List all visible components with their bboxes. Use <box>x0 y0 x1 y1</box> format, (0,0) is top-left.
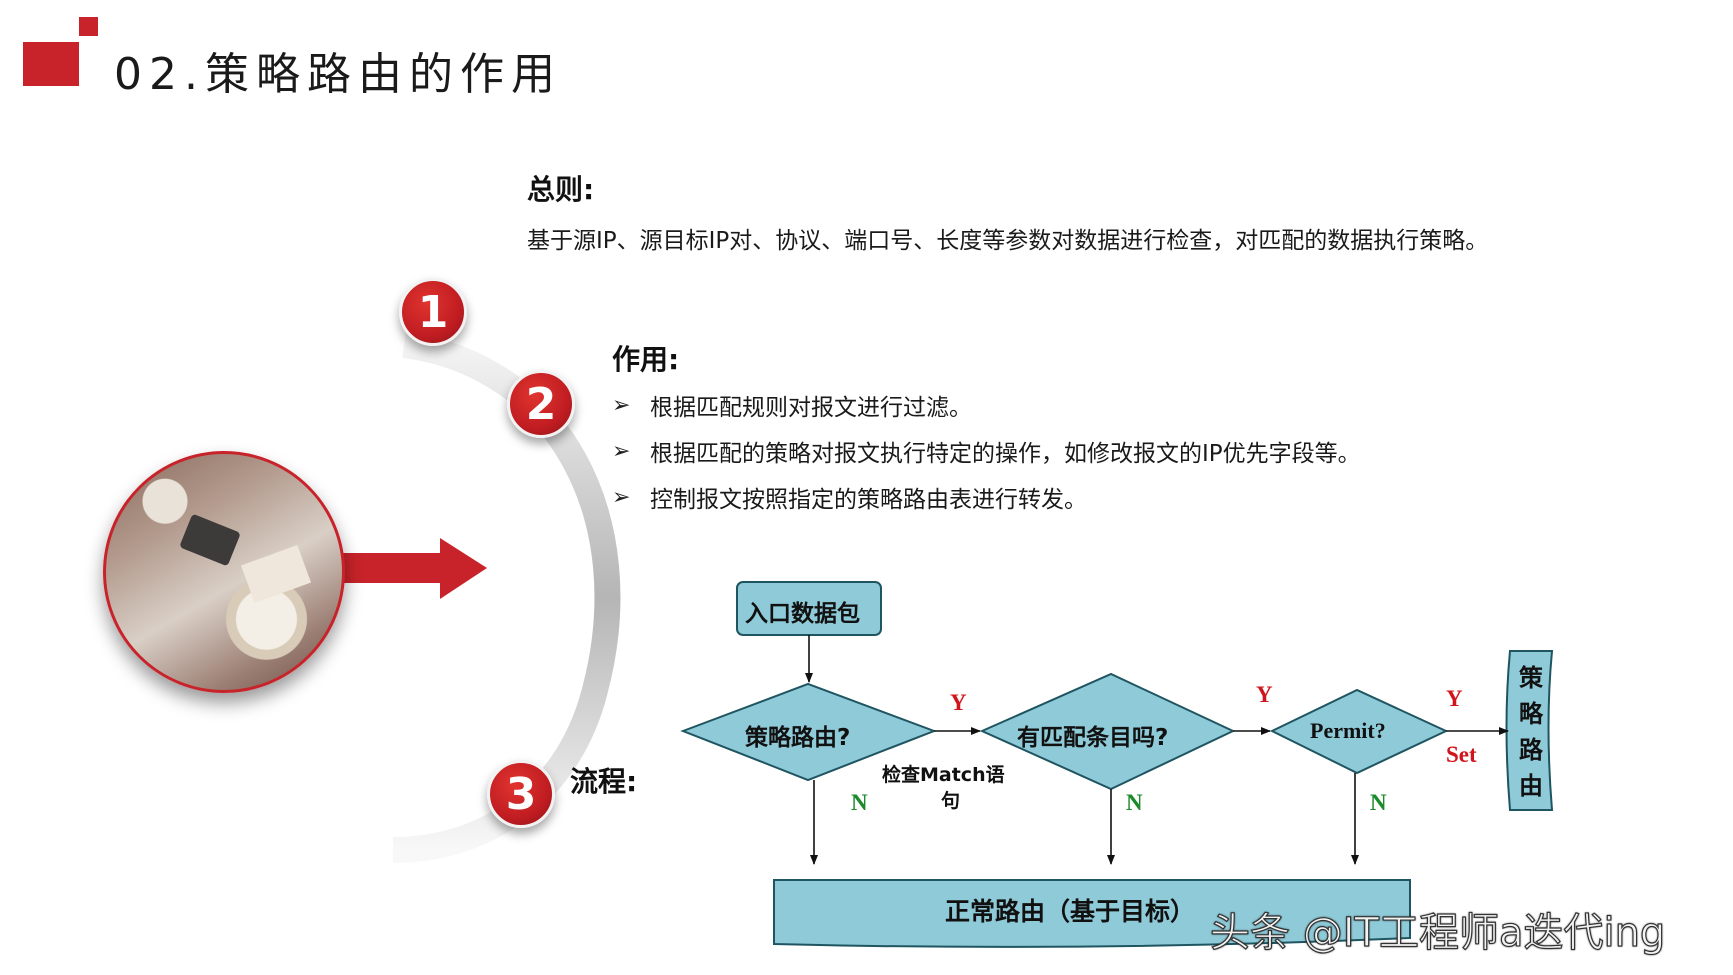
bullet-arrow-icon: ➢ <box>612 438 631 464</box>
page-title: 02.策略路由的作用 <box>114 49 562 100</box>
entry-label: 入口数据包 <box>745 601 860 627</box>
role-item: ➢ 根据匹配的策略对报文执行特定的操作，如修改报文的IP优先字段等。 <box>612 438 1361 468</box>
header-logo-square <box>79 17 98 36</box>
yes-label: Y <box>1256 682 1273 707</box>
badge-2: 2 <box>507 370 575 438</box>
role-item: ➢ 根据匹配规则对报文进行过滤。 <box>612 392 972 422</box>
decision-1-label: 策略路由? <box>745 725 851 751</box>
general-text: 基于源IP、源目标IP对、协议、端口号、长度等参数对数据进行检查，对匹配的数据执… <box>527 228 1489 254</box>
yes-label: Y <box>1446 686 1463 711</box>
policy-route-box <box>1505 650 1554 811</box>
policy-route-label: 策 略 路 由 <box>1519 664 1543 800</box>
match-note-line1: 检查Match语 <box>882 764 1005 786</box>
decision-3-label: Permit? <box>1310 718 1386 743</box>
yes-label: Y <box>950 690 967 715</box>
bullet-arrow-icon: ➢ <box>612 392 631 418</box>
header-logo-block <box>23 42 79 86</box>
no-label: N <box>1370 790 1387 815</box>
match-note-line2: 句 <box>941 790 961 812</box>
role-item: ➢ 控制报文按照指定的策略路由表进行转发。 <box>612 484 1087 514</box>
arrow-shaft <box>330 553 442 583</box>
arrow-head <box>440 538 487 599</box>
normal-route-box <box>773 879 1411 948</box>
set-label: Set <box>1446 742 1477 767</box>
role-heading: 作用: <box>612 343 680 376</box>
normal-route-label: 正常路由（基于目标） <box>945 897 1196 926</box>
bullet-arrow-icon: ➢ <box>612 484 631 510</box>
general-heading: 总则: <box>527 173 595 206</box>
no-label: N <box>851 790 868 815</box>
no-label: N <box>1126 790 1143 815</box>
meeting-photo <box>103 451 345 693</box>
badge-3: 3 <box>487 760 555 828</box>
process-heading: 流程: <box>570 765 638 798</box>
watermark-text: 头条 @IT工程师a迭代ing <box>1209 909 1666 956</box>
badge-1: 1 <box>399 278 467 346</box>
decision-2-label: 有匹配条目吗? <box>1017 725 1169 751</box>
